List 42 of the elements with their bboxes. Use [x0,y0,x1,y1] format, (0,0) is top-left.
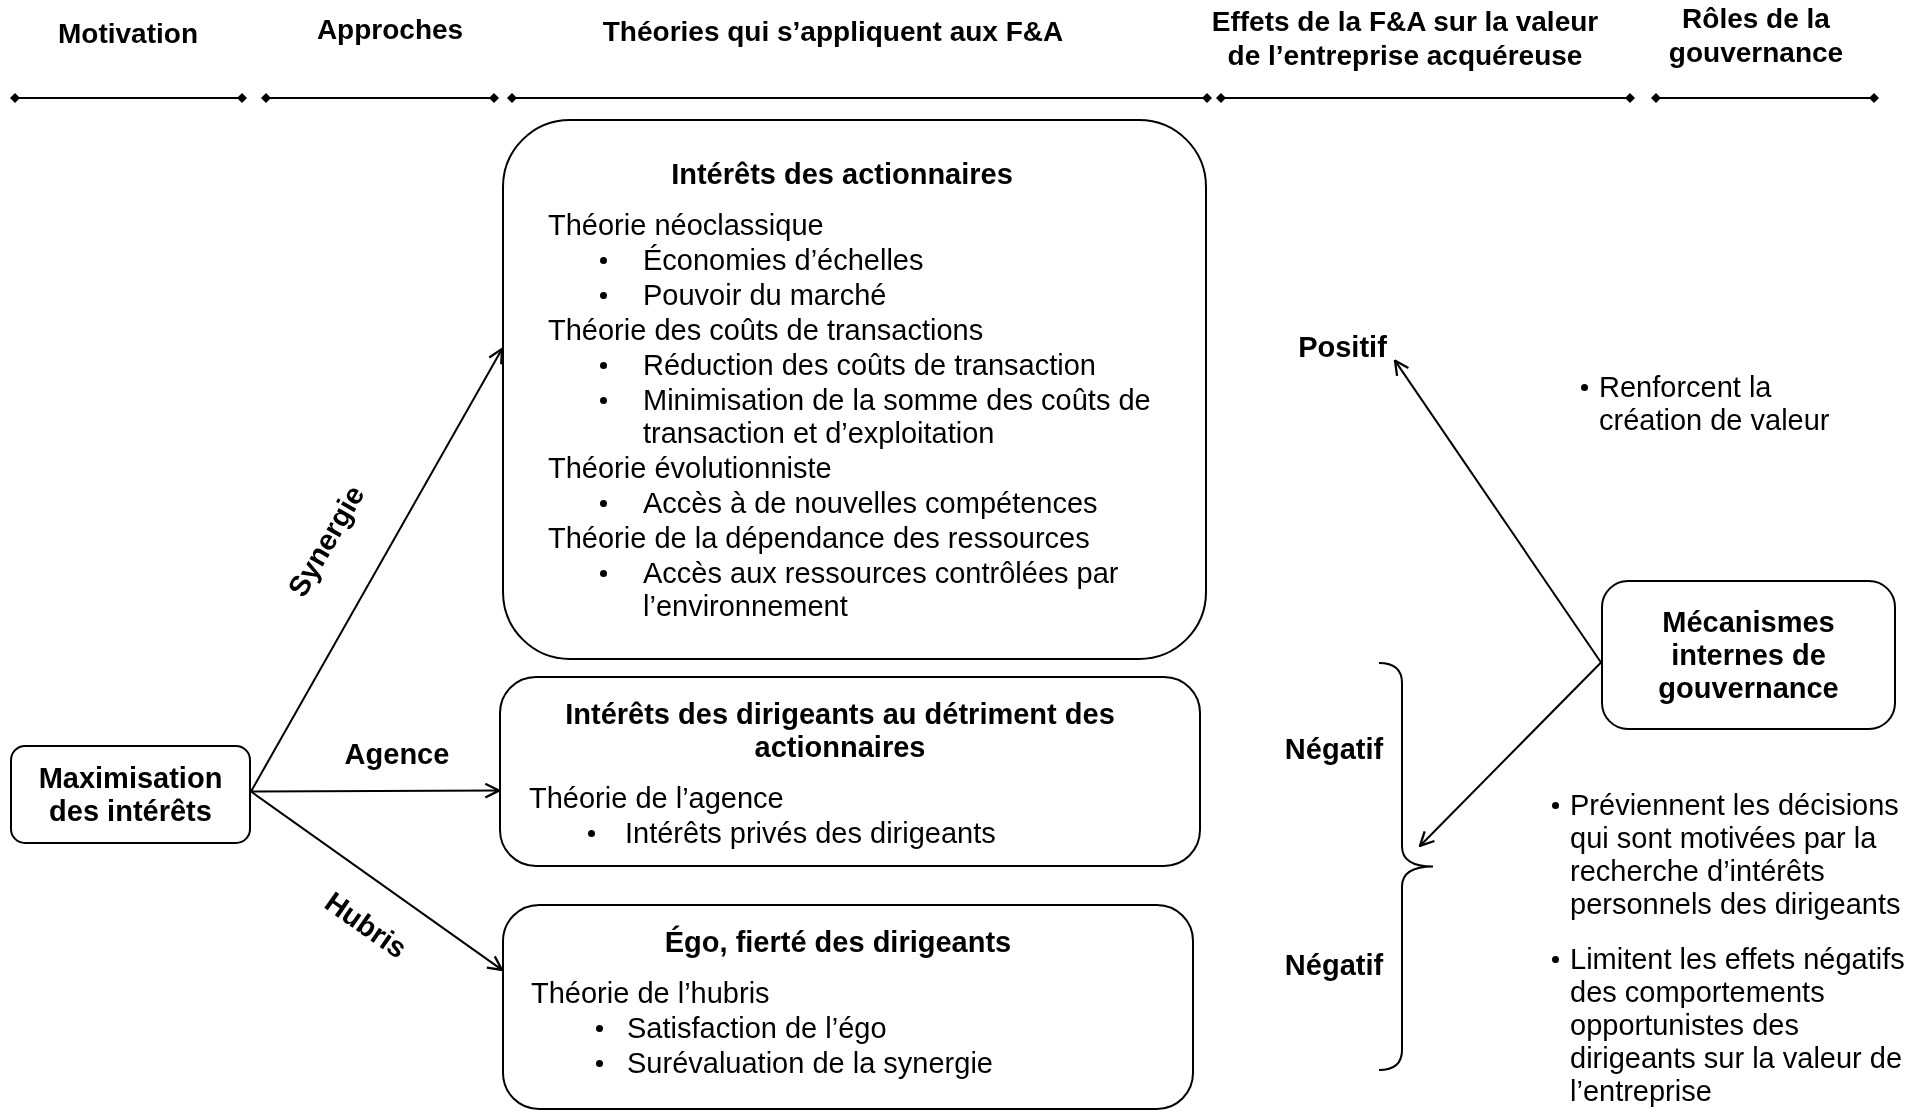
theory-name: Théorie de la dépendance des ressources [548,522,1091,555]
bullet-item: Accès aux ressources contrôlées par l’environnement [600,557,1180,623]
bullet-item: Économies d’échelles [600,244,1180,277]
bullet-item: Minimisation de la somme des coûts de transaction et d’exploitation [600,384,1180,450]
bullet-item: Accès à de nouvelles compétences [600,487,1180,520]
arrow [250,347,504,793]
bullet-item: Renforcent la création de valeur [1581,371,1844,437]
box-heading: Intérêts des dirigeants au détriment des actionnaires [564,698,1116,764]
effect-label: Négatif [1283,732,1385,766]
theory-name: Théorie néoclassique [548,209,825,242]
theory-box [499,676,1201,867]
box-heading: Égo, fierté des dirigeants [663,926,1013,959]
effect-label: Négatif [1283,948,1385,982]
column-header: Motivation [57,17,199,51]
bullet-item: Intérêts privés des dirigeants [588,817,1179,850]
theory-name: Théorie de l’hubris [531,977,771,1010]
bullet-item: Surévaluation de la synergie [596,1047,1172,1080]
process-box [1601,580,1896,730]
column-header: Rôles de la gouvernance [1667,2,1845,70]
arrow [1393,359,1602,664]
effect-label: Positif [1297,330,1388,364]
theory-name: Théorie évolutionniste [548,452,833,485]
bullet-item: Pouvoir du marché [600,279,1180,312]
theory-name: Théorie des coûts de transactions [548,314,985,347]
column-header: Effets de la F&A sur la valeur de l’entreprise acquéreuse [1210,5,1600,73]
theory-name: Théorie de l’agence [529,782,785,815]
arrow [250,782,501,799]
arrow [1418,661,1602,848]
arrow [250,790,504,972]
process-box [10,745,251,844]
box-heading: Intérêts des actionnaires [670,158,1014,191]
theory-box [502,904,1194,1110]
theory-box [502,119,1207,660]
box-title: Maximisation des intérêts [37,761,224,828]
bullet-item: Satisfaction de l’égo [596,1012,1172,1045]
box-title: Mécanismes internes de gouvernance [1657,605,1840,705]
bullet-item: Limitent les effets négatifs des comportements opportunistes des dirigeants sur la valeur de l’entreprise [1552,943,1915,1108]
column-header: Approches [315,13,465,47]
bullet-item: Préviennent les décisions qui sont motivées par la recherche d’intérêts personnels des dirigeants [1552,789,1910,921]
edge-label: Agence [344,739,450,769]
bullet-item: Réduction des coûts de transaction [600,349,1180,382]
column-header: Théories qui s’appliquent aux F&A [601,15,1065,49]
